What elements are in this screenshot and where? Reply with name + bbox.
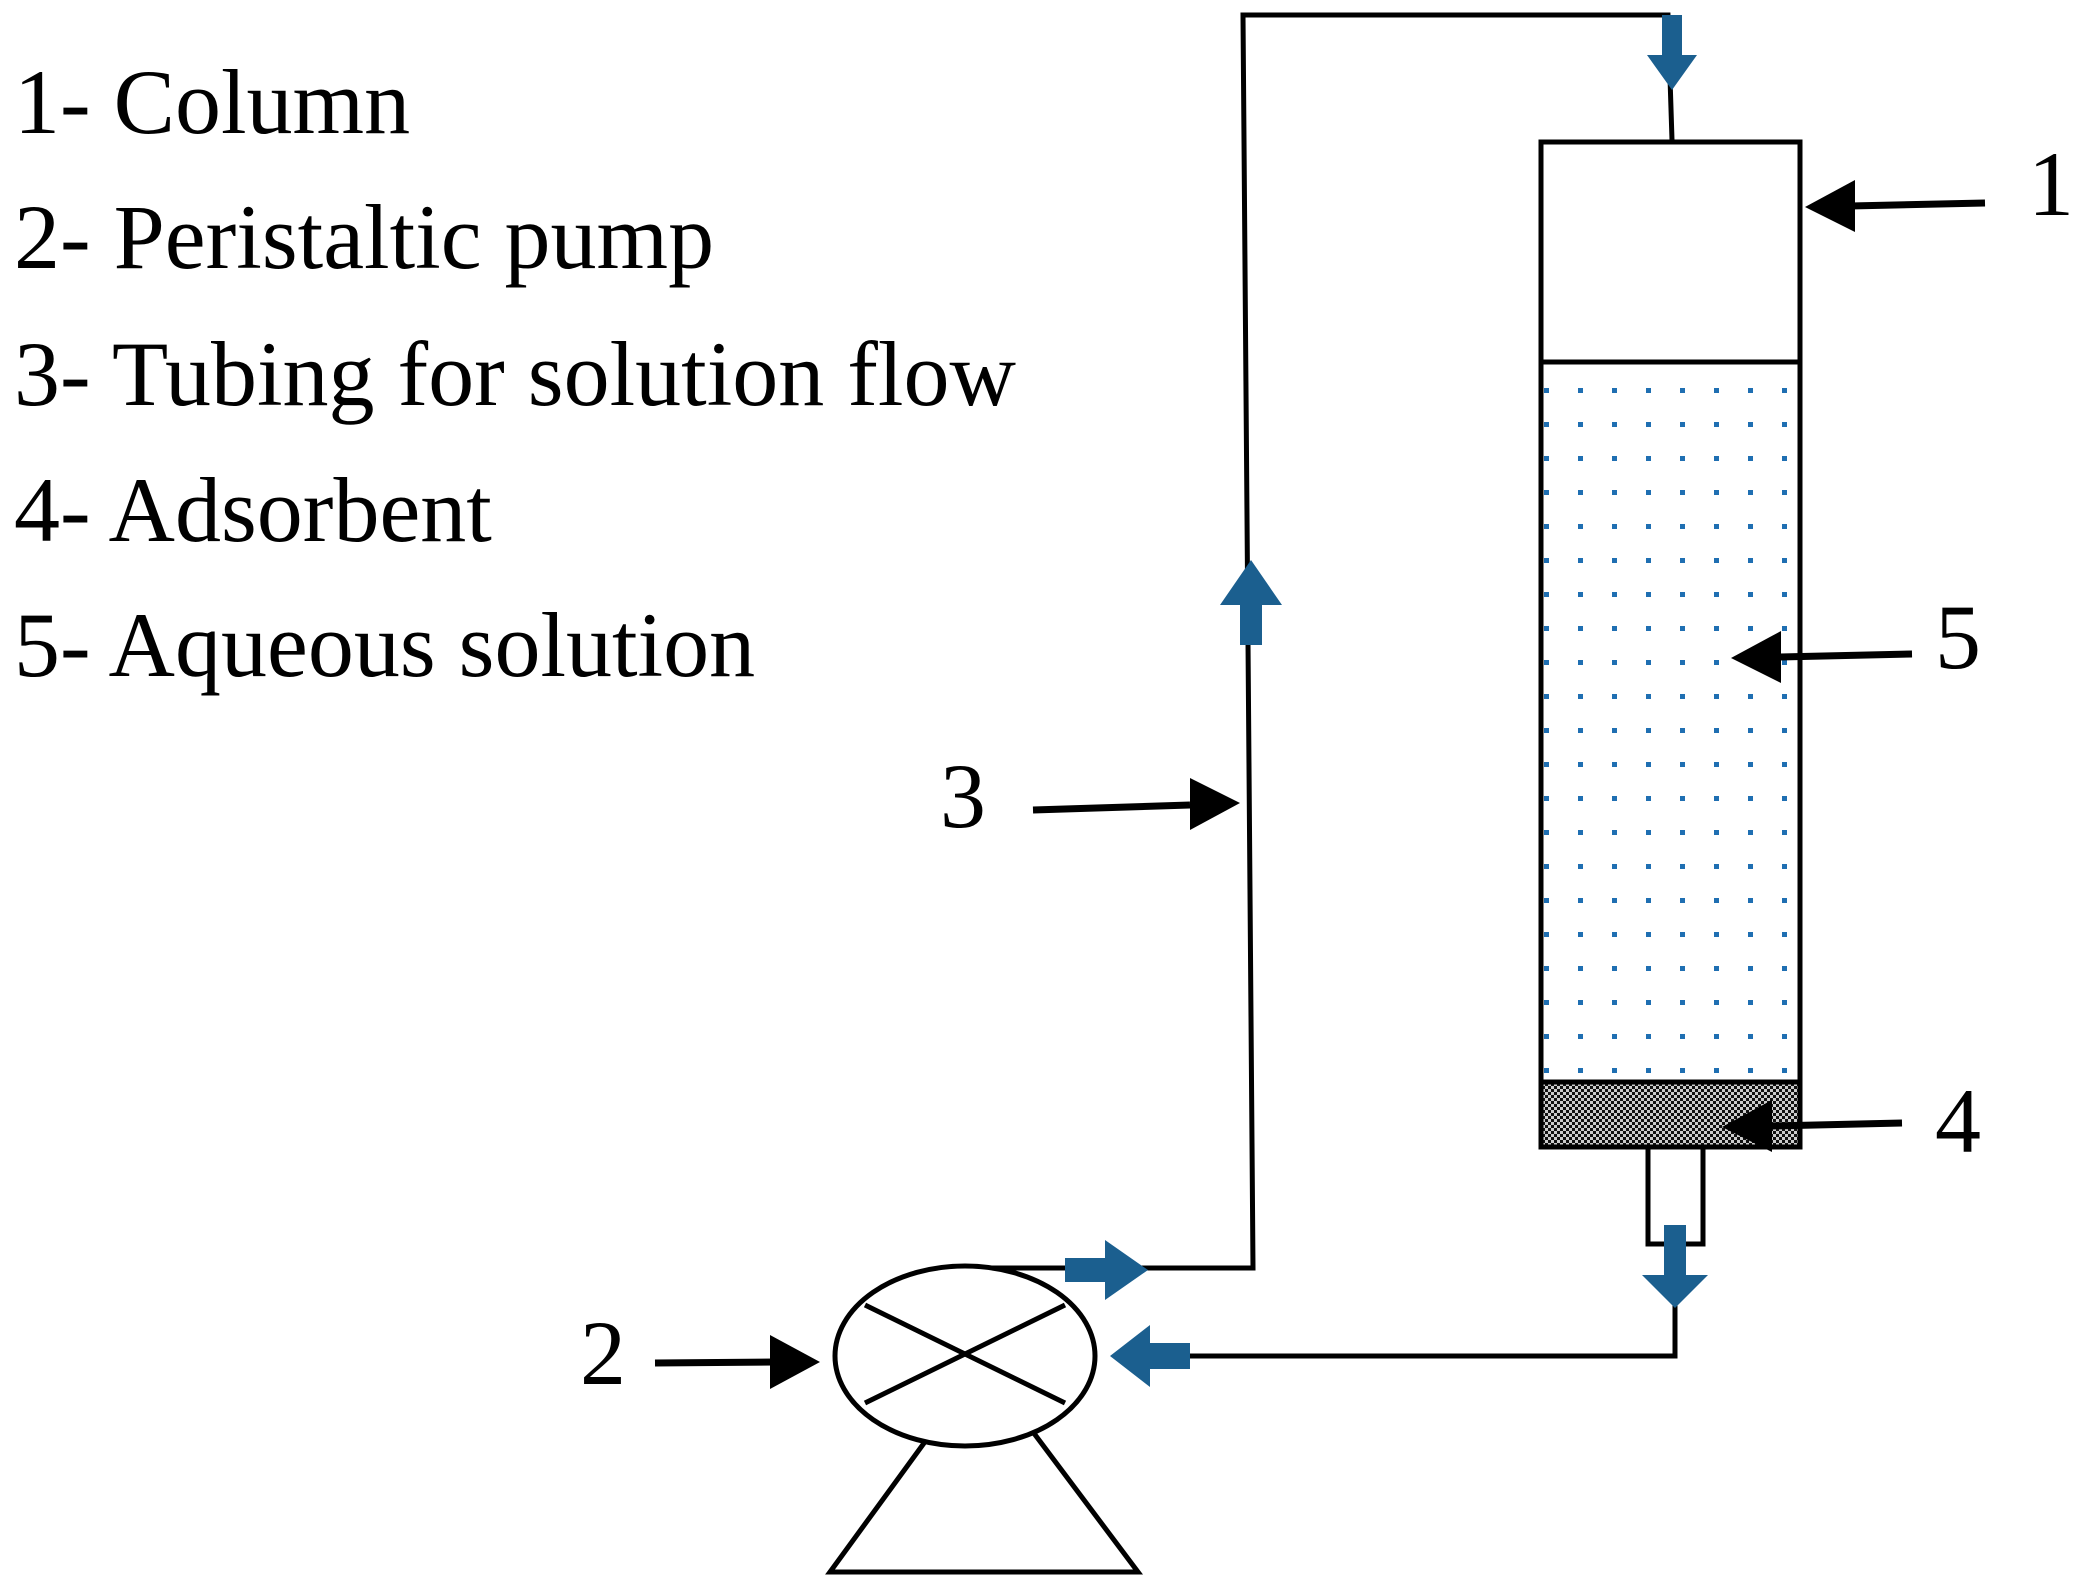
- legend-item-column: 1- Column: [14, 51, 410, 153]
- callout-arrowhead-adsorbent: [1722, 1100, 1772, 1152]
- callout-label-solution: 5: [1935, 586, 1981, 688]
- flow-arrow-icon: [1110, 1325, 1190, 1387]
- column: [1538, 139, 1803, 1247]
- flow-arrow-icon: [1065, 1240, 1148, 1300]
- callout-arrows: [654, 180, 1986, 1389]
- callout-arrowhead-solution: [1731, 631, 1781, 683]
- callout-arrow-adsorbent: [1769, 1119, 1903, 1130]
- pump-cross-line: [863, 1302, 1067, 1406]
- pump-icon: [825, 1263, 1143, 1575]
- legend: 1- Column 2- Peristaltic pump 3- Tubing …: [14, 51, 1016, 696]
- callout-label-adsorbent: 4: [1935, 1070, 1981, 1172]
- callout-arrow-column: [1849, 199, 1986, 210]
- callout-arrow-solution: [1779, 650, 1913, 661]
- legend-item-adsorbent: 4- Adsorbent: [14, 459, 492, 561]
- callout-arrowhead-tubing: [1190, 778, 1240, 830]
- callout-arrowhead-pump: [770, 1335, 820, 1389]
- legend-item-solution: 5- Aqueous solution: [14, 594, 755, 696]
- tubing-outlet-to-pump: [1128, 1235, 1678, 1359]
- flow-arrows: [1065, 15, 1708, 1387]
- callout-arrow-tubing: [1032, 801, 1191, 814]
- flow-arrow-icon: [1220, 560, 1282, 645]
- callout-labels: 1 5 4 3 2: [580, 133, 2074, 1404]
- callout-label-tubing: 3: [940, 745, 986, 847]
- column-solution: [1541, 362, 1800, 1082]
- flow-arrow-icon: [1642, 1225, 1708, 1308]
- callout-arrowhead-column: [1805, 180, 1855, 232]
- callout-label-pump: 2: [580, 1302, 626, 1404]
- legend-item-pump: 2- Peristaltic pump: [14, 186, 714, 288]
- flow-arrow-icon: [1647, 15, 1697, 90]
- callout-label-column: 1: [2028, 133, 2074, 235]
- pump-stand: [825, 1425, 1143, 1575]
- legend-item-tubing: 3- Tubing for solution flow: [14, 323, 1016, 425]
- callout-arrow-pump: [654, 1358, 776, 1367]
